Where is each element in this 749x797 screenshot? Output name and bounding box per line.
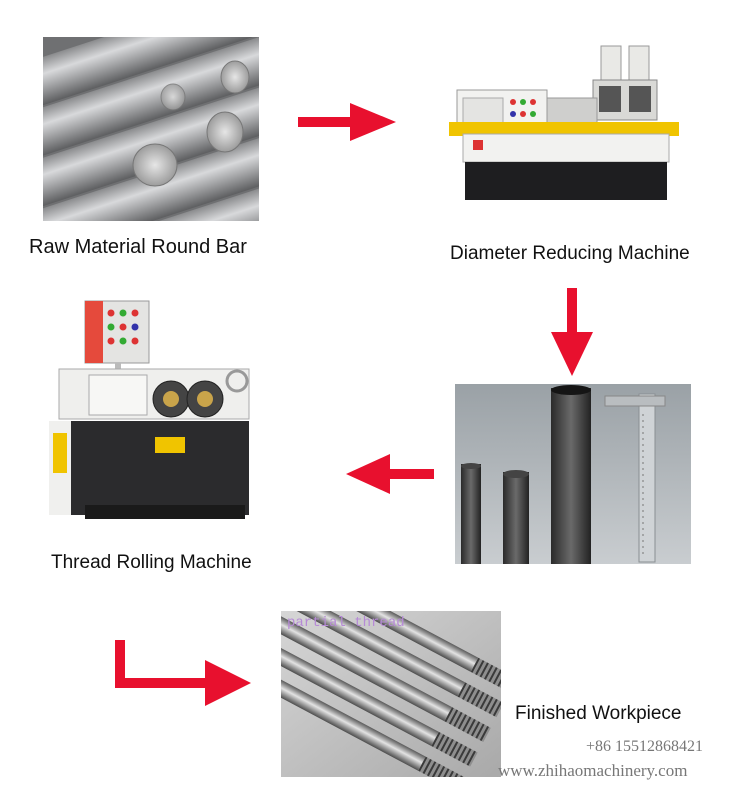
finished-workpiece-label: Finished Workpiece [515,703,682,724]
thread-rolling-label: Thread Rolling Machine [51,552,252,573]
diameter-reducing-label: Diameter Reducing Machine [450,243,690,264]
reduced-workpiece-photo [455,384,691,564]
arrow-left-icon [346,454,434,494]
raw-material-label: Raw Material Round Bar [29,236,247,258]
arrow-right-icon [298,103,396,141]
contact-website: www.zhihaomachinery.com [498,761,688,780]
raw-material-photo [43,37,259,221]
arrow-down-icon [551,288,593,376]
contact-phone: +86 15512868421 [586,738,704,755]
arrow-turn-right-icon [115,640,251,706]
finished-workpiece-photo: partial thread [281,611,501,777]
partial-thread-caption: partial thread [287,615,405,631]
thread-rolling-machine-photo [45,297,260,525]
diameter-reducing-machine-photo [443,42,683,204]
